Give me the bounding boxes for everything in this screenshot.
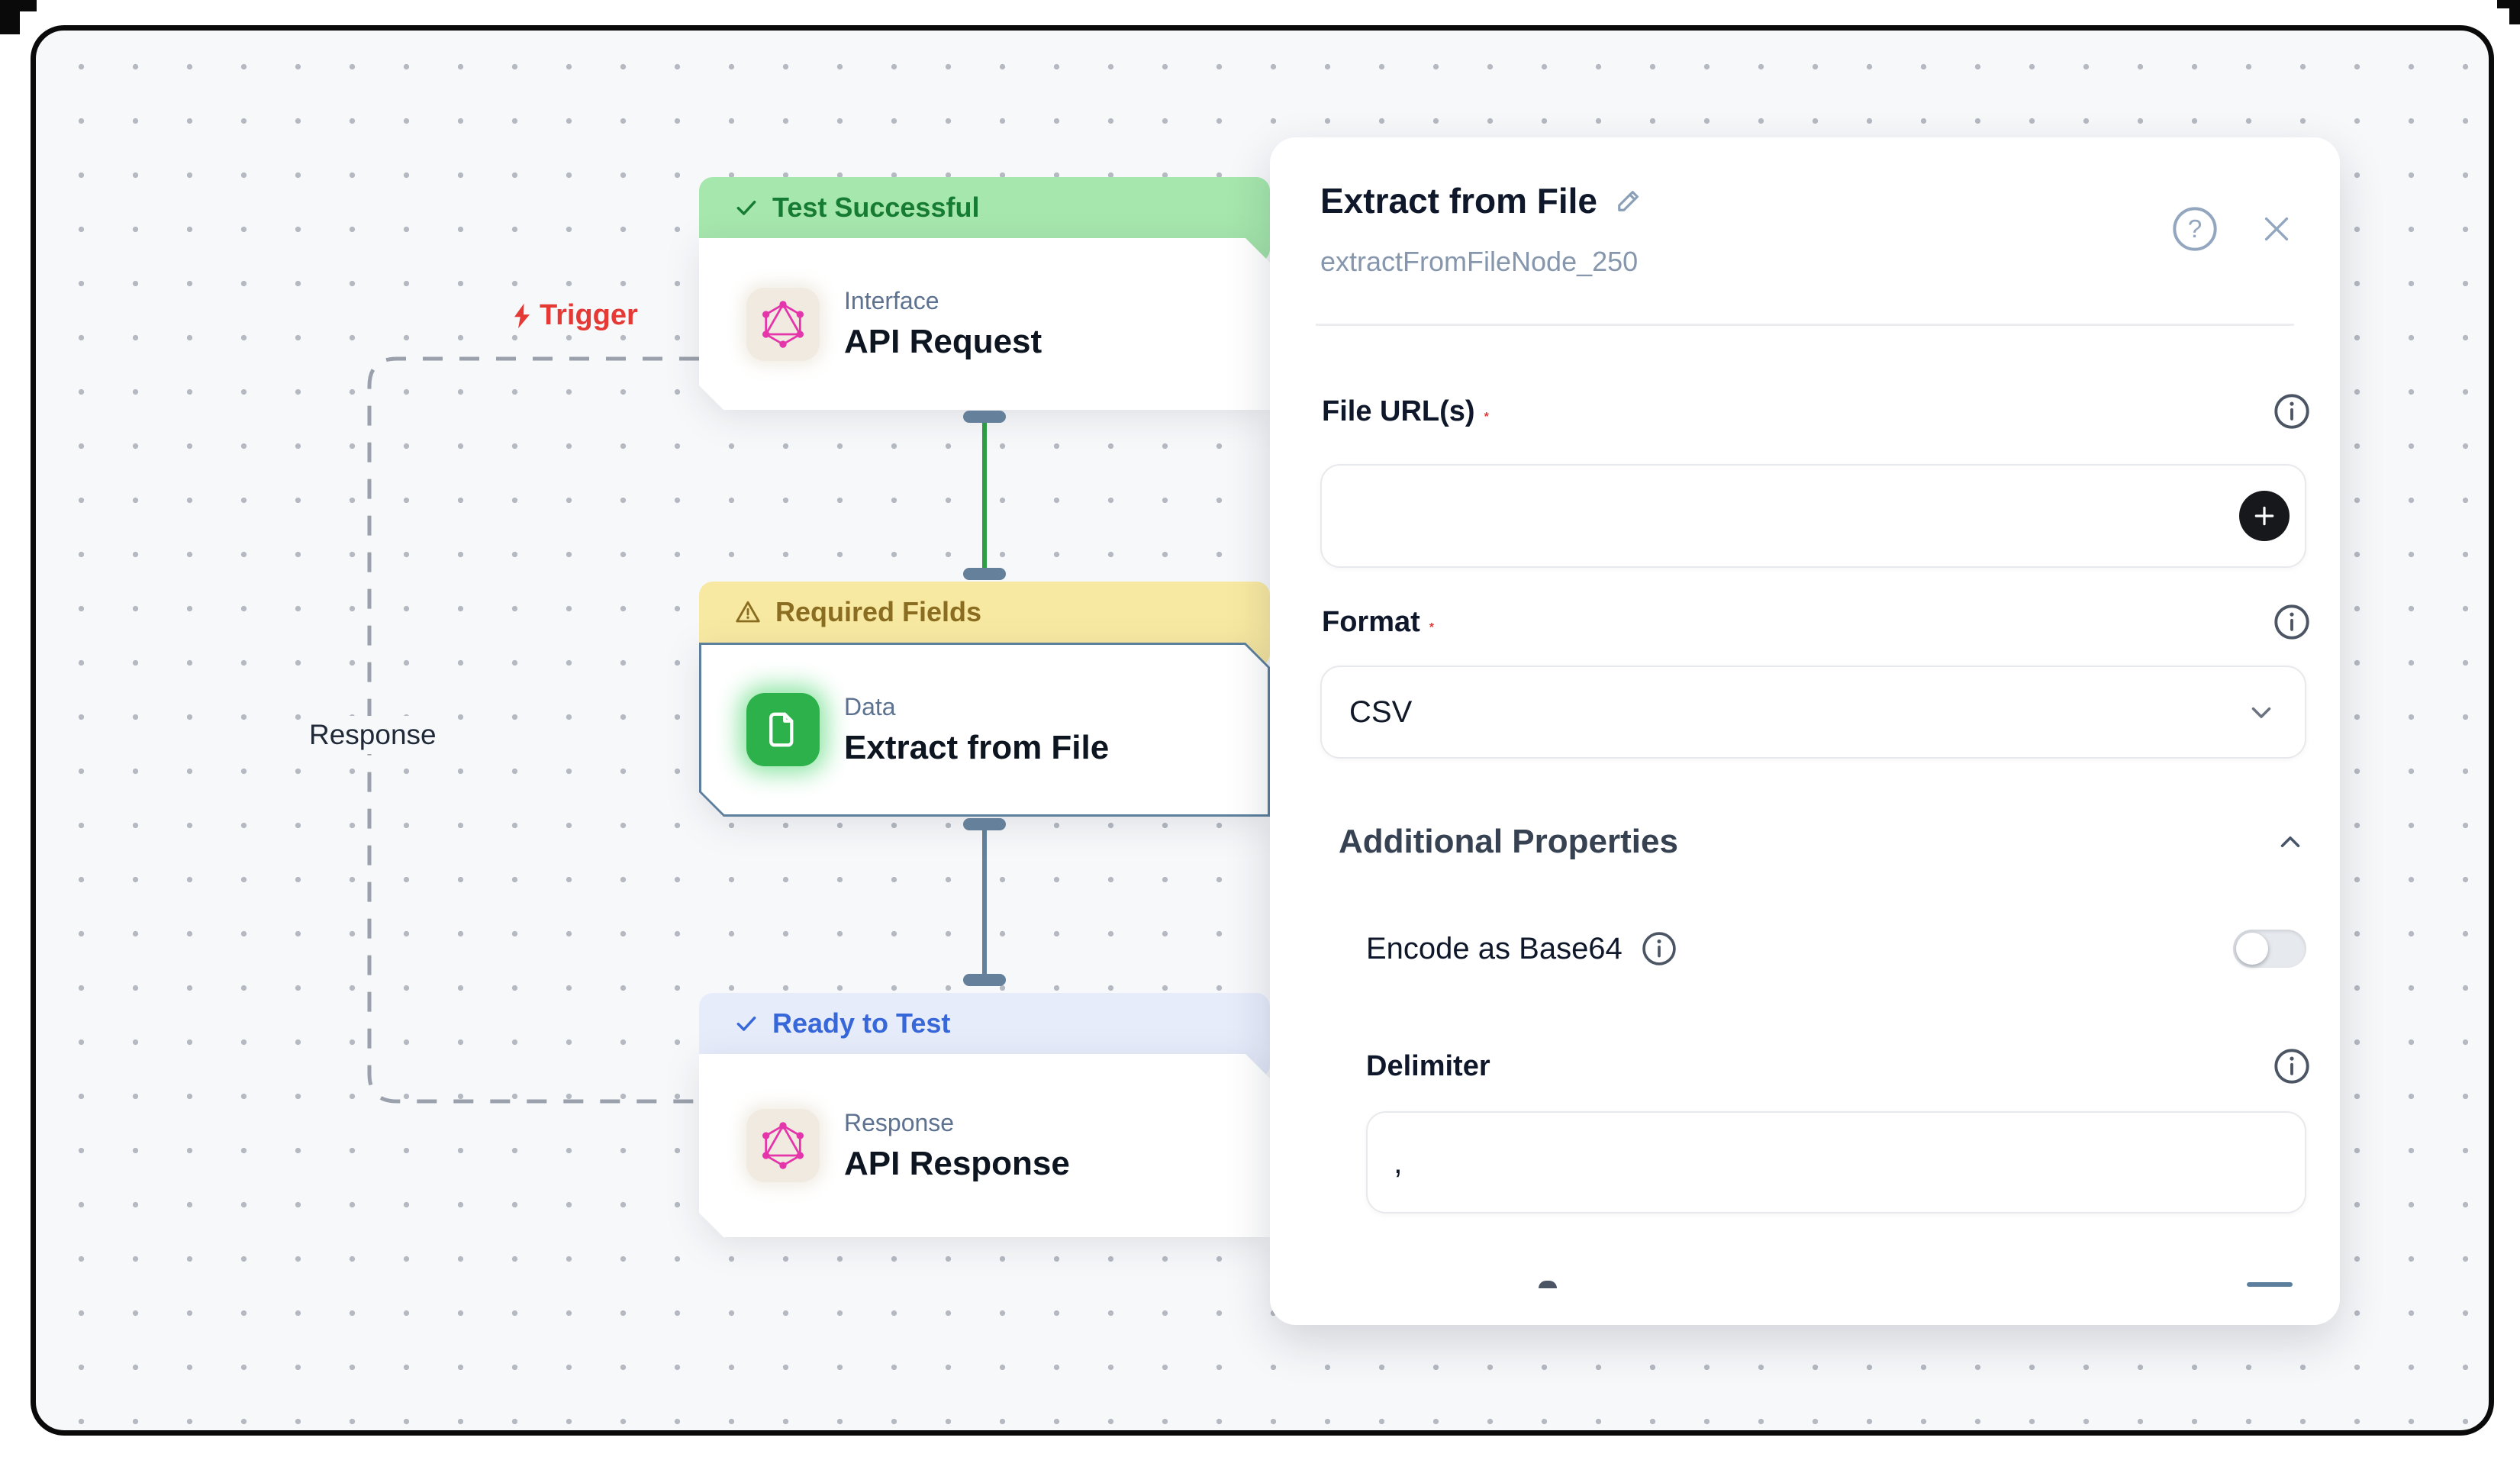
screen-corner-fragment-top-left-2 bbox=[0, 0, 20, 34]
file-urls-label: File URL(s) bbox=[1322, 395, 1475, 427]
node-category: Interface bbox=[844, 287, 939, 314]
trigger-edge-label-text: Trigger bbox=[540, 299, 638, 331]
info-icon[interactable] bbox=[2271, 601, 2312, 643]
node-status-text: Test Successful bbox=[772, 192, 980, 223]
input-handle-extract-from-file[interactable] bbox=[963, 568, 1006, 580]
node-status-text: Required Fields bbox=[775, 596, 982, 627]
screen-corner-fragment-top-right-2 bbox=[2509, 0, 2520, 24]
delimiter-input[interactable] bbox=[1366, 1111, 2306, 1214]
check-icon bbox=[736, 1016, 756, 1031]
info-icon[interactable] bbox=[2271, 391, 2312, 432]
format-selected-value: CSV bbox=[1349, 695, 1413, 729]
edit-pencil-icon[interactable] bbox=[1613, 185, 1645, 217]
cutoff-next-field-line bbox=[2247, 1282, 2293, 1287]
check-icon bbox=[736, 200, 756, 215]
screen-corner-fragment-top-right bbox=[2497, 0, 2520, 8]
node-name: API Response bbox=[844, 1144, 1070, 1182]
node-category: Data bbox=[844, 692, 896, 720]
node-name: API Request bbox=[844, 323, 1042, 360]
encode-base64-toggle[interactable] bbox=[2233, 930, 2306, 968]
trigger-edge-label: Trigger bbox=[511, 299, 638, 332]
workflow-canvas[interactable]: Trigger Response Test Successful bbox=[31, 25, 2494, 1436]
output-handle-extract-from-file[interactable] bbox=[963, 818, 1006, 830]
file-urls-input[interactable] bbox=[1320, 464, 2306, 568]
info-icon[interactable] bbox=[1639, 929, 1679, 969]
warning-icon bbox=[736, 601, 760, 623]
required-asterisk: * bbox=[1429, 620, 1435, 634]
graphql-icon bbox=[746, 1109, 820, 1182]
toggle-knob bbox=[2236, 933, 2268, 965]
node-status-text: Ready to Test bbox=[772, 1007, 951, 1039]
input-handle-api-response[interactable] bbox=[963, 974, 1006, 986]
panel-title: Extract from File bbox=[1320, 181, 1597, 221]
file-document-icon bbox=[746, 693, 820, 766]
node-category: Response bbox=[844, 1108, 955, 1136]
node-extract-from-file[interactable]: Required Fields Data Extract from File bbox=[699, 582, 1270, 817]
help-glyph: ? bbox=[2188, 215, 2203, 243]
additional-properties-title: Additional Properties bbox=[1339, 823, 1678, 860]
add-file-url-button[interactable] bbox=[2239, 491, 2290, 541]
chevron-up-icon bbox=[2280, 836, 2300, 847]
additional-properties-header[interactable]: Additional Properties bbox=[1339, 823, 2306, 861]
lightning-icon bbox=[514, 303, 530, 328]
panel-divider bbox=[1316, 324, 2294, 326]
format-label: Format bbox=[1322, 605, 1420, 638]
node-api-response[interactable]: Ready to Test bbox=[699, 993, 1270, 1237]
cutoff-next-field-fragment bbox=[1539, 1281, 1557, 1288]
edge-extract-to-response bbox=[982, 824, 987, 980]
node-api-request[interactable]: Test Successful bbox=[699, 177, 1270, 410]
chevron-down-icon bbox=[2251, 707, 2271, 718]
node-properties-panel: Extract from File ? extractFromFileNode_… bbox=[1270, 137, 2340, 1325]
node-name: Extract from File bbox=[844, 728, 1110, 766]
plus-icon bbox=[2254, 506, 2274, 526]
required-asterisk: * bbox=[1484, 410, 1489, 424]
graphql-icon bbox=[746, 288, 820, 361]
help-button[interactable]: ? bbox=[2170, 205, 2219, 253]
delimiter-label: Delimiter bbox=[1366, 1049, 1490, 1082]
node-id-label: extractFromFileNode_250 bbox=[1320, 246, 1639, 277]
info-icon[interactable] bbox=[2271, 1046, 2312, 1087]
close-panel-button[interactable] bbox=[2259, 211, 2294, 247]
response-edge-label: Response bbox=[301, 716, 444, 754]
format-select[interactable]: CSV bbox=[1320, 666, 2306, 759]
output-handle-api-request[interactable] bbox=[963, 411, 1006, 423]
edge-request-to-extract bbox=[982, 417, 987, 574]
encode-base64-label: Encode as Base64 bbox=[1366, 931, 1623, 965]
